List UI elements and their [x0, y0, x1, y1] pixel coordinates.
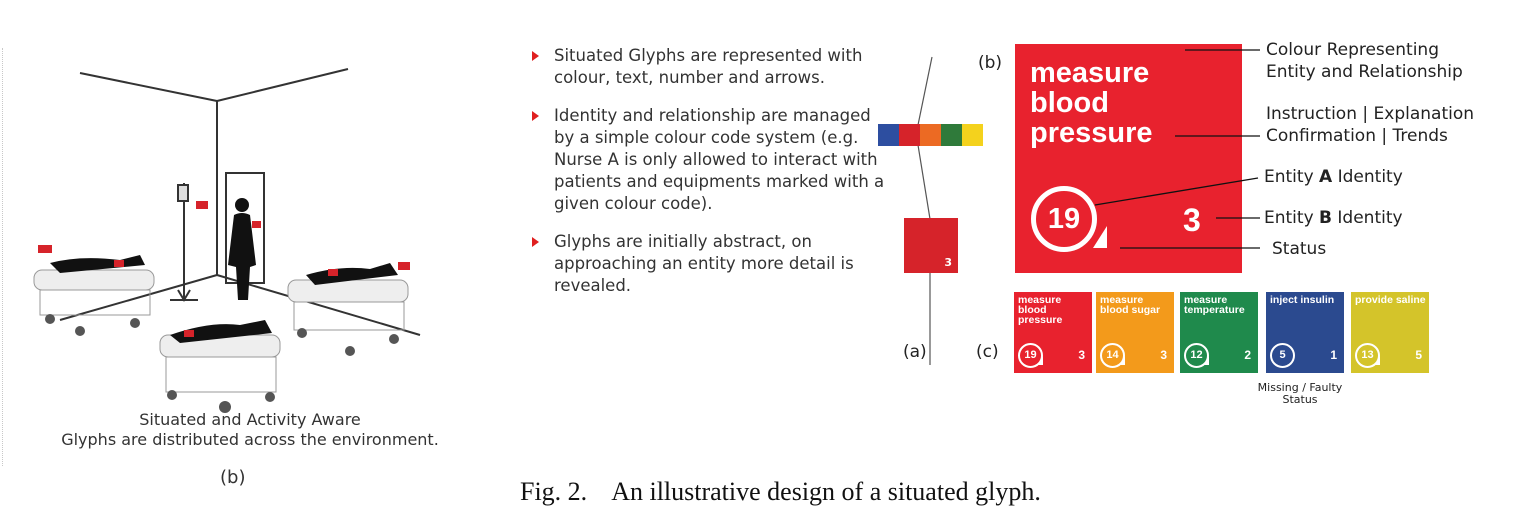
strip-orange	[920, 124, 941, 146]
annotation-lines	[1094, 49, 1260, 249]
ward-caption-line2: Glyphs are distributed across the enviro…	[61, 430, 439, 449]
mini-glyph-entity-a: 5	[1270, 343, 1295, 368]
mini-glyph-entity-b: 3	[1078, 348, 1085, 362]
mini-glyph-entity-b: 3	[1160, 348, 1167, 362]
bed-front	[159, 320, 281, 413]
status-arrow-icon	[1038, 356, 1043, 365]
status-arrow-icon	[1204, 356, 1209, 365]
annotation-colour: Colour Representing Entity and Relations…	[1266, 40, 1463, 82]
mini-glyph-title: inject insulin	[1270, 294, 1335, 306]
mini-glyph-entity-a: 19	[1018, 343, 1043, 368]
strip-green	[941, 124, 962, 146]
mini-glyphs-caption: Missing / Faulty Status	[1257, 381, 1343, 406]
glyph-instruction: measure blood pressure	[1030, 57, 1153, 149]
nurse-figure	[228, 198, 256, 300]
bullet-item: Identity and relationship are managed by…	[532, 105, 892, 215]
mini-glyph: measure blood pressure 19 3	[1014, 292, 1092, 373]
ward-illustration	[33, 68, 421, 413]
bullet-item: Glyphs are initially abstract, on approa…	[532, 231, 892, 297]
nurse-glyph	[252, 221, 261, 228]
label-b: (b)	[978, 53, 1003, 73]
mini-glyph-entity-b: 2	[1244, 348, 1251, 362]
annotation-instruction: Instruction | Explanation Confirmation |…	[1266, 104, 1475, 146]
strip-blue	[878, 124, 899, 146]
mini-glyph-entity-a: 12	[1184, 343, 1209, 368]
mini-glyph-title: measure blood pressure	[1018, 294, 1063, 326]
bullet-list: Situated Glyphs are represented with col…	[532, 45, 892, 313]
ward-caption-line1: Situated and Activity Aware	[139, 410, 361, 429]
bed-right	[287, 262, 410, 356]
entity-a-ring	[1031, 186, 1097, 252]
mini-glyph-entity-a: 14	[1100, 343, 1125, 368]
annotation-entity-a: Entity A Identity	[1264, 167, 1403, 187]
abstract-glyph: 3	[904, 218, 958, 273]
strip-yellow	[962, 124, 983, 146]
entity-b-number: 3	[1183, 202, 1201, 238]
mini-glyph-entity-b: 5	[1415, 348, 1422, 362]
left-panel-label: (b)	[220, 467, 246, 488]
colour-code-strip	[878, 124, 983, 146]
mini-glyph-title: measure temperature	[1184, 294, 1245, 316]
mini-glyph: provide saline 13 5	[1351, 292, 1429, 373]
status-arrow-icon	[1093, 226, 1107, 248]
figure-number: Fig. 2.	[520, 477, 588, 506]
label-a: (a)	[903, 342, 927, 362]
mini-glyph-title: provide saline	[1355, 294, 1426, 306]
bullet-arrow-icon	[532, 111, 539, 121]
diagram-a-lines	[917, 56, 933, 365]
label-c: (c)	[976, 342, 999, 362]
bullet-arrow-icon	[532, 237, 539, 247]
bed-left	[33, 245, 155, 336]
status-arrow-icon	[1375, 356, 1380, 365]
mini-glyph-entity-a: 13	[1355, 343, 1380, 368]
detailed-glyph: measure blood pressure 19 3	[1015, 44, 1242, 273]
mini-glyph-title: measure blood sugar	[1100, 294, 1161, 316]
mini-glyph-entity-b: 1	[1330, 348, 1337, 362]
figure-caption-text: An illustrative design of a situated gly…	[611, 477, 1041, 506]
mini-glyph: inject insulin 5 1	[1266, 292, 1344, 373]
mini-glyph: measure temperature 12 2	[1180, 292, 1258, 373]
mini-glyph: measure blood sugar 14 3	[1096, 292, 1174, 373]
panel-divider	[2, 48, 3, 466]
bullet-arrow-icon	[532, 51, 539, 61]
status-arrow-icon	[1120, 356, 1125, 365]
figure-caption: Fig. 2. An illustrative design of a situa…	[520, 477, 1041, 507]
entity-a-number: 19	[1047, 203, 1081, 235]
annotation-entity-b: Entity B Identity	[1264, 208, 1403, 228]
annotation-status: Status	[1272, 239, 1327, 259]
abstract-glyph-number: 3	[944, 256, 952, 269]
ward-caption: Situated and Activity Aware Glyphs are d…	[20, 410, 480, 450]
bullet-item: Situated Glyphs are represented with col…	[532, 45, 892, 89]
iv-stand	[170, 183, 198, 302]
strip-red	[899, 124, 920, 146]
